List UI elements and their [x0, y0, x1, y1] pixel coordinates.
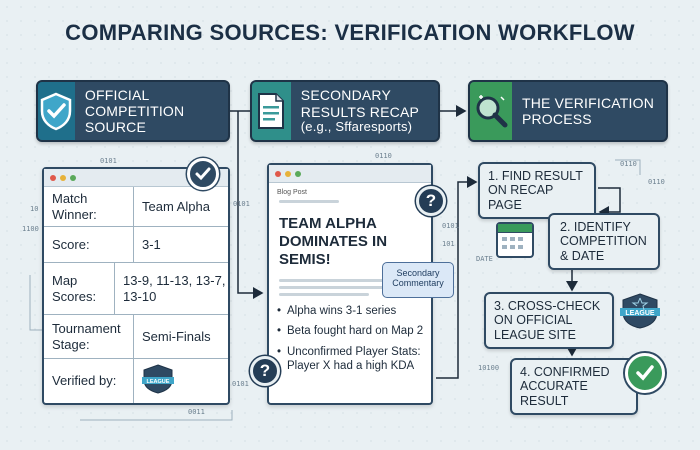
row-key: Tournament Stage: — [44, 315, 134, 358]
header-process-text: THE VERIFICATION PROCESS — [521, 94, 655, 127]
league-badge-icon: LEAGUE — [620, 293, 660, 334]
page-title: COMPARING SOURCES: VERIFICATION WORKFLOW — [65, 20, 635, 45]
step-3: 3. CROSS-CHECK ON OFFICIAL LEAGUE SITE — [484, 292, 614, 350]
header-official: OFFICIAL COMPETITION SOURCE — [36, 80, 230, 142]
binary-decor: 10100 — [478, 364, 500, 372]
table-row: Map Scores: 13-9, 11-13, 13-7, 13-10 — [44, 263, 228, 315]
official-source-card: Match Winner: Team Alpha Score: 3-1 Map … — [42, 167, 230, 405]
window-max-dot — [70, 174, 76, 181]
calendar-icon — [496, 222, 534, 258]
binary-decor: 0101 — [442, 222, 459, 230]
magnifier-icon — [470, 82, 512, 140]
arrow-step1-step2 — [598, 187, 621, 218]
table-row: Match Winner: Team Alpha — [44, 187, 228, 227]
binary-decor: 0110 — [648, 178, 665, 186]
binary-decor: 0110 — [375, 152, 392, 160]
binary-decor: 0101 — [100, 157, 117, 165]
binary-decor: 1100 — [22, 225, 39, 233]
question-icon: ? — [416, 186, 446, 216]
window-min-dot — [60, 174, 66, 181]
header-secondary: SECONDARY RESULTS RECAP (e.g., Sffarespo… — [250, 80, 440, 142]
binary-decor: 10 — [30, 205, 39, 213]
blog-label: Blog Post — [277, 189, 307, 196]
window-titlebar — [44, 169, 228, 187]
row-key: Map Scores: — [44, 263, 116, 314]
secondary-commentary-callout: Secondary Commentary — [382, 262, 454, 298]
row-value: Semi-Finals — [142, 328, 211, 344]
binary-decor: 101 — [442, 240, 455, 248]
row-value: 13-9, 11-13, 13-7, 13-10 — [123, 272, 226, 304]
check-circle-icon — [187, 158, 219, 190]
table-row: Verified by: LEAGUE — [44, 359, 228, 403]
recap-bullets: Alpha wins 3-1 series Beta fought hard o… — [277, 304, 431, 374]
header-secondary-title: SECONDARY RESULTS RECAP — [300, 87, 420, 120]
league-badge-icon: LEAGUE — [142, 364, 174, 394]
question-icon: ? — [250, 356, 280, 386]
check-circle-icon — [625, 353, 665, 393]
row-value: Team Alpha — [142, 198, 210, 214]
header-secondary-example: (e.g., Sffaresports) — [300, 118, 413, 134]
header-official-text: OFFICIAL COMPETITION SOURCE — [84, 86, 185, 136]
table-row: Tournament Stage: Semi-Finals — [44, 315, 228, 359]
window-close-dot — [275, 170, 281, 177]
window-max-dot — [295, 170, 301, 177]
header-secondary-text: SECONDARY RESULTS RECAP (e.g., Sffarespo… — [291, 87, 438, 134]
row-key: Score: — [44, 227, 134, 262]
step-2: 2. IDENTIFY COMPETITION & DATE — [548, 213, 660, 271]
step-4: 4. CONFIRMED ACCURATE RESULT — [510, 358, 638, 416]
window-min-dot — [285, 170, 291, 177]
window-close-dot — [50, 174, 56, 181]
row-key: Verified by: — [44, 359, 134, 403]
window-titlebar — [269, 165, 431, 183]
row-key: Match Winner: — [44, 187, 134, 226]
header-process: THE VERIFICATION PROCESS — [468, 80, 668, 142]
document-icon — [252, 82, 291, 140]
table-row: Score: 3-1 — [44, 227, 228, 263]
list-item: Alpha wins 3-1 series — [277, 304, 431, 319]
binary-decor: 0101 — [232, 380, 249, 388]
row-value: 3-1 — [142, 236, 161, 252]
svg-text:LEAGUE: LEAGUE — [625, 310, 655, 317]
date-label: DATE — [476, 255, 493, 263]
arrow-official-recap — [237, 111, 264, 299]
binary-decor: 0011 — [188, 408, 205, 416]
list-item: Unconfirmed Player Stats: Player X had a… — [277, 345, 431, 374]
list-item: Beta fought hard on Map 2 — [277, 324, 431, 339]
arrow-recap-step1 — [436, 176, 478, 379]
binary-decor: 0101 — [233, 200, 250, 208]
row-value-logo: LEAGUE — [134, 364, 174, 398]
svg-text:LEAGUE: LEAGUE — [147, 379, 170, 385]
binary-decor: 0110 — [620, 160, 637, 168]
step-1: 1. FIND RESULT ON RECAP PAGE — [478, 162, 596, 220]
shield-check-icon — [38, 82, 75, 140]
recap-headline: TEAM ALPHA DOMINATES IN SEMIS! — [279, 215, 388, 268]
